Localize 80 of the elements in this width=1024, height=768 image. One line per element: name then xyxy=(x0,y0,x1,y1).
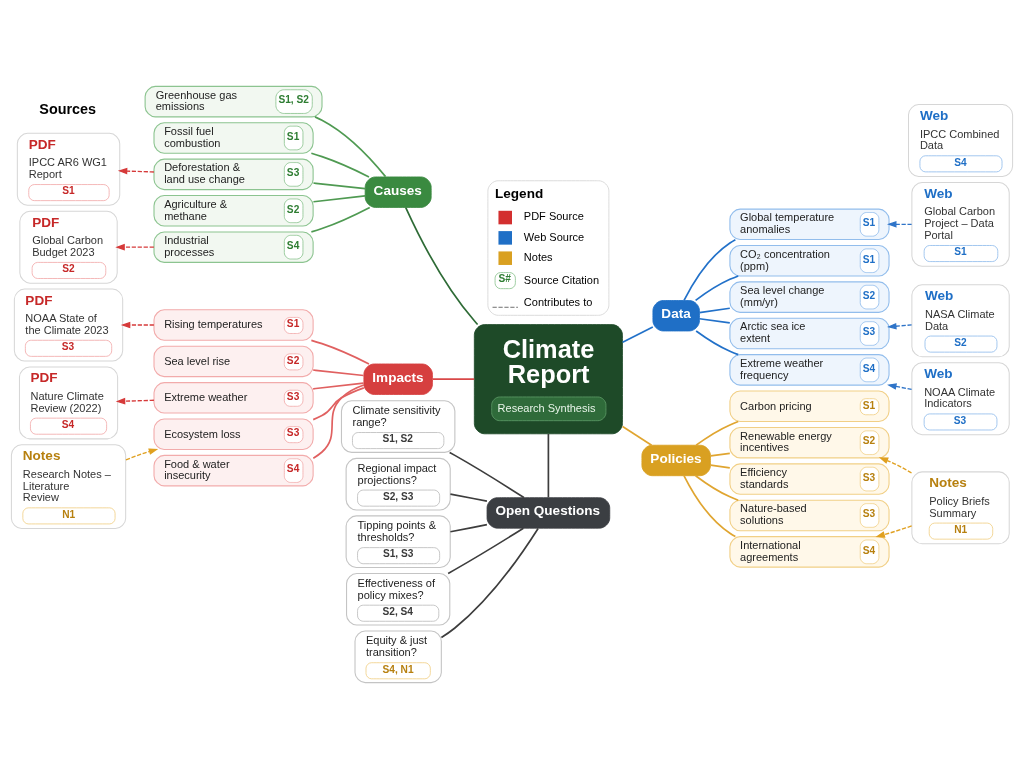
arrow xyxy=(878,456,913,474)
node-box: Web Global Carbon Project – Data Portal S1 xyxy=(911,181,1010,267)
node-box: Fossil fuel combustion S1 xyxy=(153,121,314,154)
connector xyxy=(310,339,370,365)
node-box: PDF IPCC AR6 WG1 Report S1 xyxy=(16,132,121,206)
connector xyxy=(449,492,488,502)
connector xyxy=(431,377,475,380)
node-box: Impacts xyxy=(363,363,433,395)
legend-label: Notes xyxy=(523,250,553,263)
node-box: International agreements S4 xyxy=(729,535,890,568)
connector xyxy=(695,329,740,355)
connector xyxy=(621,425,653,446)
connector xyxy=(404,206,479,325)
node-box: Notes Research Notes – Literature Review N1 xyxy=(10,443,127,529)
label: Sources xyxy=(39,100,97,117)
node-box: Open Questions xyxy=(486,496,611,529)
connector xyxy=(621,325,654,343)
connector xyxy=(440,527,539,638)
legend-label: PDF Source xyxy=(523,209,584,222)
node-box: Data xyxy=(652,299,700,331)
node-box: PDF Global Carbon Budget 2023 S2 xyxy=(19,210,118,284)
node-box: Climate Report Research Synthesis xyxy=(473,323,623,434)
connector xyxy=(683,474,737,537)
arrow xyxy=(115,397,155,404)
node-box: Extreme weather S3 xyxy=(153,381,314,414)
arrow xyxy=(875,524,913,538)
connector xyxy=(709,463,731,469)
node-box: Equity & just transition? S4, N1 xyxy=(354,629,442,683)
node-box: Carbon pricing S1 xyxy=(729,390,890,422)
connector xyxy=(447,526,525,574)
arrow xyxy=(120,321,155,328)
connector xyxy=(449,523,488,533)
connector xyxy=(312,194,366,203)
node-box: Sea level change (mm/yr) S2 xyxy=(729,280,890,313)
node-box: Web NASA Climate Data S2 xyxy=(911,283,1010,357)
label: S# xyxy=(498,272,511,284)
connector xyxy=(448,451,525,498)
arrow xyxy=(887,382,913,390)
node-box: Tipping points & thresholds? S1, S3 xyxy=(345,514,451,568)
node-box: Sea level rise S2 xyxy=(153,345,314,377)
connector xyxy=(547,432,550,498)
connector xyxy=(698,317,731,324)
node-box: PDF NOAA State of the Climate 2023 S3 xyxy=(13,288,124,361)
node-box: PDF Nature Climate Review (2022) S4 xyxy=(18,365,119,439)
connector xyxy=(694,474,740,501)
arrow xyxy=(117,167,155,174)
legend-label: Contributes to xyxy=(523,295,593,308)
connector xyxy=(314,115,387,177)
connector xyxy=(310,206,371,233)
connector xyxy=(312,181,366,189)
label: Legend xyxy=(495,185,544,201)
node-box: Effectiveness of policy mixes? S2, S4 xyxy=(346,572,451,626)
connector xyxy=(683,238,737,301)
connector xyxy=(312,383,365,459)
connector xyxy=(312,368,365,376)
connector xyxy=(709,452,731,457)
connector xyxy=(698,306,731,313)
node-box: Industrial processes S4 xyxy=(153,230,314,263)
arrow xyxy=(115,243,155,250)
node-box: Policies xyxy=(641,444,711,476)
connector xyxy=(312,381,365,390)
connector xyxy=(312,386,365,420)
connector xyxy=(695,420,740,446)
node-box: Rising temperatures S1 xyxy=(153,308,314,341)
node-box: Efficiency standards S3 xyxy=(729,462,890,495)
arrow xyxy=(125,447,159,461)
legend-label: Web Source xyxy=(523,230,585,243)
node-box: Causes xyxy=(364,176,432,208)
node-box: Climate sensitivity range? S1, S2 xyxy=(340,399,456,453)
node-box: Ecosystem loss S3 xyxy=(153,417,314,450)
connector xyxy=(310,151,370,178)
arrow xyxy=(887,220,913,228)
node-box: Agriculture & methane S2 xyxy=(153,194,314,227)
node-box: Web IPCC Combined Data S4 xyxy=(908,103,1014,177)
legend-label: Source Citation xyxy=(523,272,600,285)
node-box: Regional impact projections? S2, S3 xyxy=(345,457,451,511)
node-box: Web NOAA Climate Indicators S3 xyxy=(911,361,1010,435)
node-box: Notes Policy Briefs Summary N1 xyxy=(911,470,1010,544)
arrow xyxy=(887,322,913,329)
node-box: Extreme weather frequency S4 xyxy=(729,353,890,386)
